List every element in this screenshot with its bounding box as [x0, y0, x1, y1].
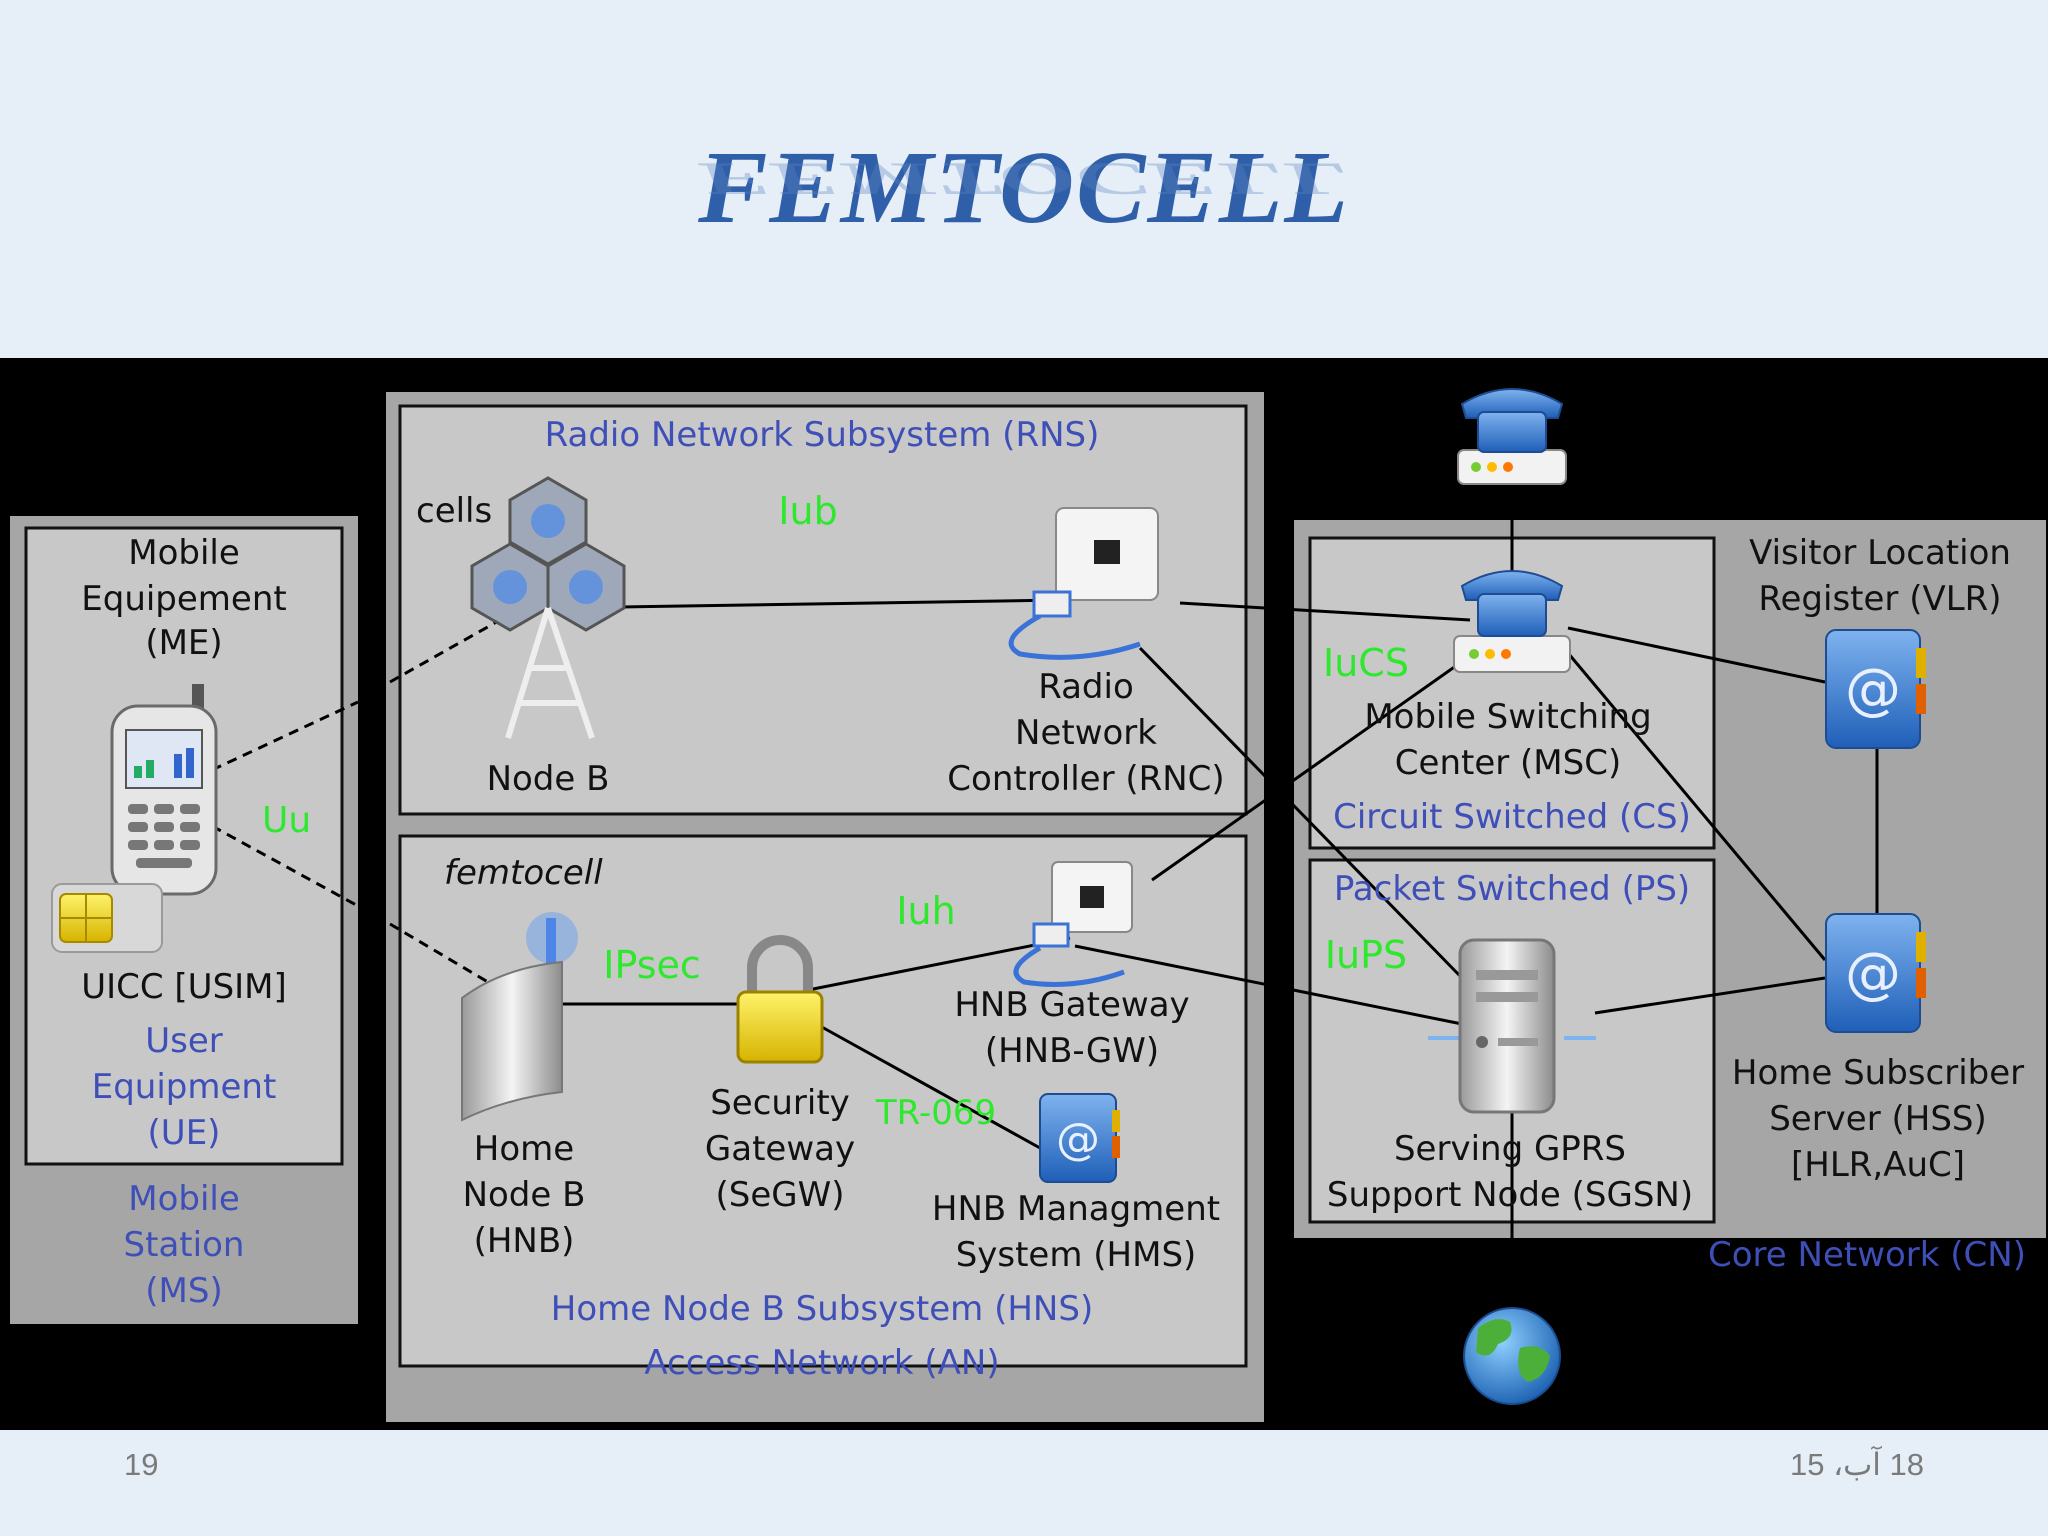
hnb-gw-label-1: HNB Gateway [954, 985, 1189, 1025]
uicc-label: UICC [USIM] [81, 967, 287, 1007]
hms-label-2: System (HMS) [956, 1235, 1197, 1275]
iub-label: Iub [778, 489, 837, 533]
vlr-address-book-icon: @ [1825, 629, 1926, 749]
slide-title: FEMTOCELL [698, 130, 1350, 245]
node-b-label: Node B [487, 759, 610, 799]
uu-label: Uu [262, 800, 311, 841]
femtocell-diagram: Mobile Equipement (ME) Uu UICC [USIM] Us… [0, 358, 2048, 1430]
svg-text:@: @ [1845, 941, 1901, 1006]
sgsn-label-1: Serving GPRS [1394, 1129, 1626, 1169]
rns-title: Radio Network Subsystem (RNS) [545, 415, 1100, 455]
femtocell-label: femtocell [444, 853, 603, 893]
svg-text:@: @ [1056, 1114, 1100, 1165]
globe-icon [1463, 1307, 1561, 1405]
ipsec-label: IPsec [603, 943, 701, 987]
hss-address-book-icon: @ [1825, 913, 1926, 1033]
me-label-3: (ME) [145, 623, 222, 663]
hnb-gateway-icon [1013, 861, 1133, 987]
hms-label-1: HNB Managment [932, 1189, 1220, 1229]
mobile-phone-icon [110, 684, 218, 896]
hss-label-1: Home Subscriber [1732, 1053, 2024, 1093]
msc-label-1: Mobile Switching [1364, 697, 1651, 737]
vlr-label-2: Register (VLR) [1758, 579, 2001, 619]
pstn-telephone-icon [1457, 388, 1567, 485]
iucs-label: IuCS [1323, 641, 1409, 685]
rnc-label-2: Network [1015, 713, 1157, 753]
rnc-label-1: Radio [1038, 667, 1134, 707]
cells-label: cells [416, 491, 492, 531]
cs-title: Circuit Switched (CS) [1333, 797, 1691, 837]
hms-address-book-icon: @ [1039, 1093, 1120, 1183]
padlock-icon [736, 935, 824, 1064]
segw-label-1: Security [710, 1083, 850, 1123]
segw-label-3: (SeGW) [716, 1175, 845, 1215]
hss-label-3: [HLR,AuC] [1791, 1145, 1965, 1185]
ms-label-3: (MS) [145, 1271, 222, 1311]
ps-title: Packet Switched (PS) [1334, 869, 1690, 909]
rnc-router-icon [1008, 507, 1159, 660]
hnb-label-3: (HNB) [474, 1221, 575, 1261]
ms-label-1: Mobile [128, 1179, 240, 1219]
ue-label-2: Equipment [92, 1067, 277, 1107]
slide-number: 19 [124, 1447, 159, 1482]
sgsn-label-2: Support Node (SGSN) [1327, 1175, 1693, 1215]
vlr-label-1: Visitor Location [1749, 533, 2011, 573]
ue-label-3: (UE) [148, 1113, 221, 1153]
iuh-label: Iuh [896, 889, 955, 933]
hns-title: Home Node B Subsystem (HNS) [551, 1289, 1093, 1329]
diagram-svg: Mobile Equipement (ME) Uu UICC [USIM] Us… [10, 388, 2046, 1422]
cn-title: Core Network (CN) [1708, 1235, 2026, 1275]
svg-text:@: @ [1845, 657, 1901, 722]
me-label-2: Equipement [81, 579, 286, 619]
hnb-label-2: Node B [463, 1175, 586, 1215]
an-title: Access Network (AN) [644, 1343, 999, 1383]
rnc-label-3: Controller (RNC) [947, 759, 1224, 799]
radio-links [211, 618, 501, 990]
home-node-b-icon [461, 912, 578, 1122]
ue-label-1: User [145, 1021, 223, 1061]
msc-label-2: Center (MSC) [1395, 743, 1621, 783]
tr069-label: TR-069 [875, 1093, 996, 1133]
hnb-label-1: Home [474, 1129, 574, 1169]
segw-label-2: Gateway [705, 1129, 855, 1169]
hss-label-2: Server (HSS) [1769, 1099, 1987, 1139]
cell-tower-icon [470, 476, 626, 739]
hnb-gw-label-2: (HNB-GW) [985, 1031, 1159, 1071]
msc-telephone-icon [1453, 570, 1571, 673]
sim-card-icon [51, 883, 163, 953]
ms-label-2: Station [124, 1225, 245, 1265]
connection-lines [548, 518, 1879, 1276]
me-label-1: Mobile [128, 533, 240, 573]
sgsn-server-icon [1428, 938, 1596, 1114]
slide-date: 18 آب، 15 [1790, 1447, 1924, 1482]
iups-label: IuPS [1325, 933, 1407, 977]
